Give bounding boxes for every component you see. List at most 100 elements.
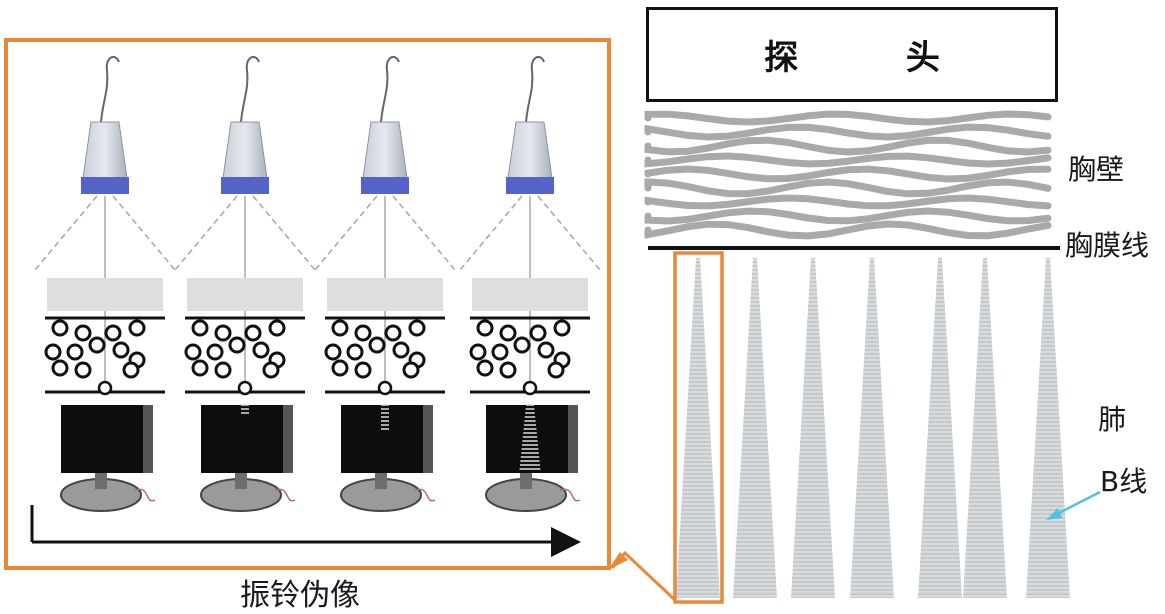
b-line-7 <box>1026 258 1070 598</box>
chest-wall-layer <box>644 110 1052 240</box>
fluid-bubble <box>368 336 386 354</box>
b-line-6 <box>963 258 1007 598</box>
fluid-bubble <box>51 359 69 377</box>
fluid-bubble <box>244 324 262 342</box>
fluid-bubble <box>262 361 280 379</box>
trapped-bubble <box>97 380 113 396</box>
chest-wall-wave <box>644 165 1052 183</box>
fluid-bubble <box>331 359 349 377</box>
stand-post <box>375 473 387 489</box>
air-block <box>61 405 143 473</box>
fluid-bubble <box>331 319 349 337</box>
b-line-arrow <box>1046 490 1101 520</box>
chest-wall-wave <box>644 194 1052 210</box>
stand-cord <box>274 488 296 502</box>
transducer-face <box>221 177 269 194</box>
b-line-label: B线 <box>1100 465 1148 498</box>
b-line-4 <box>850 258 894 598</box>
fluid-bubble <box>51 319 69 337</box>
b-line-highlight-box <box>673 251 724 604</box>
stand-cord <box>559 488 581 502</box>
probe-cable <box>380 55 400 123</box>
pleural-line-label: 胸膜线 <box>1065 229 1150 262</box>
chest-wall-wave <box>644 136 1052 156</box>
stand-post <box>520 473 532 489</box>
fluid-bubble <box>529 324 547 342</box>
air-block <box>201 405 283 473</box>
fluid-bubble <box>88 336 106 354</box>
beam-edge-left <box>174 195 238 271</box>
fluid-bubble <box>547 361 565 379</box>
trapped-bubble <box>522 380 538 396</box>
tissue-band <box>187 278 303 311</box>
air-block-side <box>143 405 153 473</box>
fluid-bubble <box>252 341 270 359</box>
tissue-band <box>472 278 588 311</box>
transducer-face <box>81 177 129 194</box>
probe-housing <box>222 121 268 179</box>
stand-post <box>235 473 247 489</box>
probe-housing <box>362 121 408 179</box>
fluid-bubble <box>553 319 571 337</box>
chest-wall-wave <box>644 220 1052 240</box>
b-line-1 <box>676 258 720 598</box>
fluid-bubble <box>191 319 209 337</box>
chest-wall-label: 胸壁 <box>1068 153 1125 186</box>
probe-cable <box>525 55 545 123</box>
fluid-bubble <box>476 319 494 337</box>
b-line-2 <box>733 258 777 598</box>
zoom-connector-head <box>608 552 628 570</box>
b-line-5 <box>918 258 962 598</box>
fluid-bubble <box>268 319 286 337</box>
fluid-bubble <box>384 324 402 342</box>
chest-wall-wave <box>644 152 1052 168</box>
fluid-bubble <box>74 361 92 379</box>
ringing-step-2 <box>174 55 316 512</box>
beam-edge-left <box>314 195 378 271</box>
air-block-side <box>283 405 293 473</box>
fluid-bubble <box>476 359 494 377</box>
beam-edge-left <box>459 195 523 271</box>
chest-wall-wave <box>644 123 1052 141</box>
fluid-bubble <box>191 359 209 377</box>
fluid-bubble <box>499 361 517 379</box>
stand-cord <box>414 488 436 502</box>
fluid-bubble <box>228 336 246 354</box>
trapped-bubble <box>237 380 253 396</box>
fluid-bubble <box>491 343 509 361</box>
air-block-side <box>423 405 433 473</box>
fluid-bubble <box>324 343 342 361</box>
fluid-bubble <box>513 336 531 354</box>
beam-edge-right <box>112 195 176 271</box>
chest-wall-wave <box>644 207 1052 225</box>
progression-arrow <box>30 505 581 557</box>
fluid-bubble <box>74 324 92 342</box>
stand-post <box>95 473 107 489</box>
artifact-caption: 振铃伪像 <box>240 578 360 613</box>
trapped-bubble <box>377 380 393 396</box>
ringing-step-3 <box>314 55 456 512</box>
air-block <box>486 405 568 473</box>
fluid-bubble <box>392 341 410 359</box>
stand-cord <box>134 488 156 502</box>
fluid-bubble <box>66 343 84 361</box>
fluid-bubble <box>408 319 426 337</box>
beam-edge-right <box>252 195 316 271</box>
ringing-step-4 <box>459 55 601 512</box>
fluid-bubble <box>128 319 146 337</box>
probe-cable <box>240 55 260 123</box>
fluid-bubble <box>346 343 364 361</box>
fluid-bubble <box>44 343 62 361</box>
probe-housing <box>82 121 128 179</box>
fluid-bubble <box>214 361 232 379</box>
tissue-band <box>47 278 163 311</box>
fluid-bubble <box>214 324 232 342</box>
chest-wall-wave <box>644 110 1052 126</box>
fluid-bubble <box>206 343 224 361</box>
b-lines <box>676 258 1070 598</box>
fluid-bubble <box>184 343 202 361</box>
beam-edge-left <box>34 195 98 271</box>
air-block-side <box>568 405 578 473</box>
